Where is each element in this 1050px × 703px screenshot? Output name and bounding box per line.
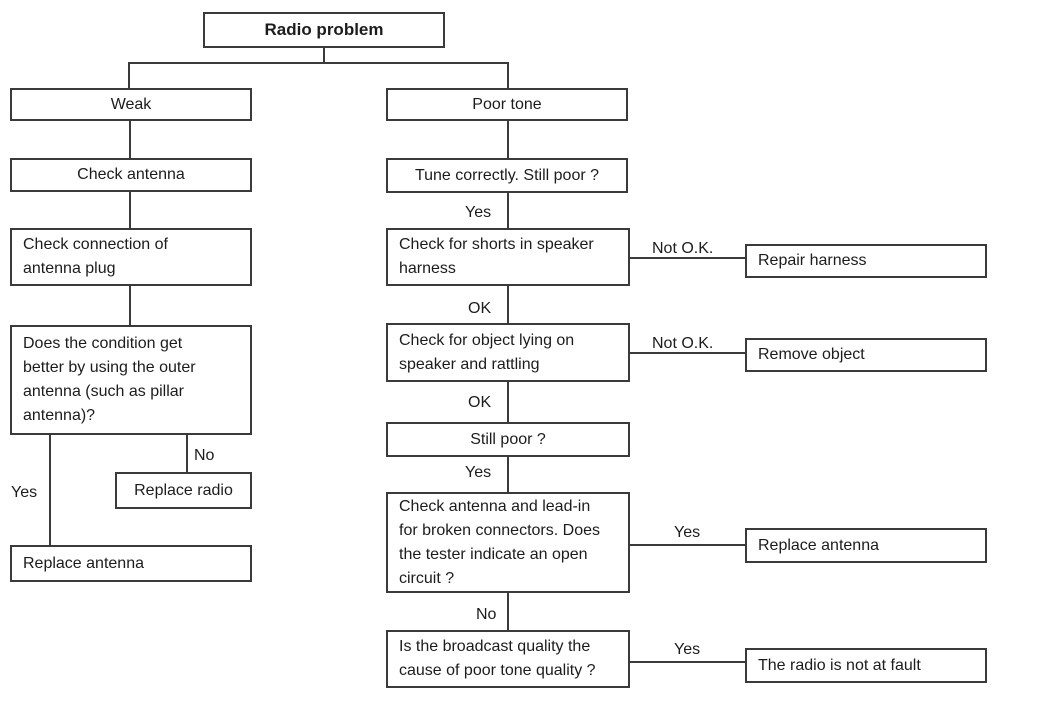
edge-label-notok-shorts: Not O.K. bbox=[652, 240, 714, 257]
edge-branch-horizontal bbox=[128, 62, 509, 64]
edge-shorts-ok-to-object bbox=[507, 286, 509, 323]
edge-check-antenna-to-connection bbox=[129, 192, 131, 228]
edge-label-yes-condition: Yes bbox=[11, 484, 38, 501]
node-poor-tone: Poor tone bbox=[386, 88, 628, 121]
node-poor-tone-label: Poor tone bbox=[472, 95, 542, 113]
node-weak-label: Weak bbox=[110, 95, 152, 113]
edge-label-ok-shorts: OK bbox=[468, 300, 492, 317]
edge-radio-problem-stem bbox=[323, 48, 325, 64]
node-replace-antenna-left-label: Replace antenna bbox=[23, 554, 144, 572]
edge-condition-no-to-replace-radio bbox=[186, 435, 188, 472]
node-check-leadin: Check antenna and lead-in for broken con… bbox=[386, 492, 630, 593]
edge-shorts-notok-to-repair bbox=[630, 257, 745, 259]
node-check-antenna: Check antenna bbox=[10, 158, 252, 192]
edge-label-ok-object: OK bbox=[468, 394, 492, 411]
node-radio-not-fault: The radio is not at fault bbox=[745, 648, 987, 683]
node-repair-harness-label: Repair harness bbox=[758, 252, 867, 269]
node-check-shorts-label: Check for shorts in speaker harness bbox=[399, 236, 594, 277]
edge-leadin-no-to-broadcast bbox=[507, 593, 509, 630]
edge-branch-to-poor-tone bbox=[507, 62, 509, 88]
edge-label-no-leadin: No bbox=[476, 606, 497, 623]
edge-object-notok-to-remove bbox=[630, 352, 745, 354]
edge-label-yes-leadin: Yes bbox=[674, 524, 701, 541]
edge-label-no-condition: No bbox=[194, 447, 215, 464]
node-tune-correctly: Tune correctly. Still poor ? bbox=[386, 158, 628, 193]
edge-weak-to-check-antenna bbox=[129, 121, 131, 158]
node-radio-not-fault-label: The radio is not at fault bbox=[758, 656, 921, 674]
node-radio-problem-label: Radio problem bbox=[264, 20, 384, 39]
node-replace-radio-label: Replace radio bbox=[134, 481, 233, 499]
node-weak: Weak bbox=[10, 88, 252, 121]
node-replace-antenna-left: Replace antenna bbox=[10, 545, 252, 582]
node-replace-antenna-right: Replace antenna bbox=[745, 528, 987, 563]
edge-condition-yes-to-replace-antenna bbox=[49, 435, 51, 545]
node-does-condition: Does the condition get better by using t… bbox=[10, 325, 252, 435]
edge-label-yes-tune: Yes bbox=[465, 204, 492, 221]
node-replace-antenna-right-label: Replace antenna bbox=[758, 536, 879, 554]
node-check-connection-label: Check connection of antenna plug bbox=[23, 236, 168, 277]
node-check-object-label: Check for object lying on speaker and ra… bbox=[399, 331, 575, 373]
edge-connection-to-condition bbox=[129, 286, 131, 325]
edge-object-ok-to-still-poor bbox=[507, 382, 509, 422]
edge-still-poor-yes-to-leadin bbox=[507, 457, 509, 492]
node-repair-harness: Repair harness bbox=[745, 244, 987, 278]
edge-poor-tone-to-tune bbox=[507, 121, 509, 158]
node-does-condition-label: Does the condition get better by using t… bbox=[23, 335, 196, 424]
node-check-leadin-label: Check antenna and lead-in for broken con… bbox=[399, 497, 600, 587]
node-check-object: Check for object lying on speaker and ra… bbox=[386, 323, 630, 382]
edge-label-notok-object: Not O.K. bbox=[652, 335, 714, 352]
edge-branch-to-weak bbox=[128, 62, 130, 88]
node-radio-problem: Radio problem bbox=[203, 12, 445, 48]
node-check-shorts: Check for shorts in speaker harness bbox=[386, 228, 630, 286]
edge-broadcast-yes-to-not-fault bbox=[630, 661, 745, 663]
node-tune-correctly-label: Tune correctly. Still poor ? bbox=[414, 166, 600, 184]
node-check-antenna-label: Check antenna bbox=[77, 166, 185, 183]
edge-leadin-yes-to-replace bbox=[630, 544, 745, 546]
node-still-poor-label: Still poor ? bbox=[470, 430, 546, 448]
edge-tune-yes-to-shorts bbox=[507, 193, 509, 228]
edge-label-yes-broadcast: Yes bbox=[674, 641, 701, 658]
node-replace-radio: Replace radio bbox=[115, 472, 252, 509]
node-broadcast-quality: Is the broadcast quality the cause of po… bbox=[386, 630, 630, 688]
node-check-connection: Check connection of antenna plug bbox=[10, 228, 252, 286]
node-remove-object-label: Remove object bbox=[758, 346, 865, 363]
node-remove-object: Remove object bbox=[745, 338, 987, 372]
node-still-poor: Still poor ? bbox=[386, 422, 630, 457]
node-broadcast-quality-label: Is the broadcast quality the cause of po… bbox=[399, 638, 596, 679]
edge-label-yes-still-poor: Yes bbox=[465, 464, 492, 481]
